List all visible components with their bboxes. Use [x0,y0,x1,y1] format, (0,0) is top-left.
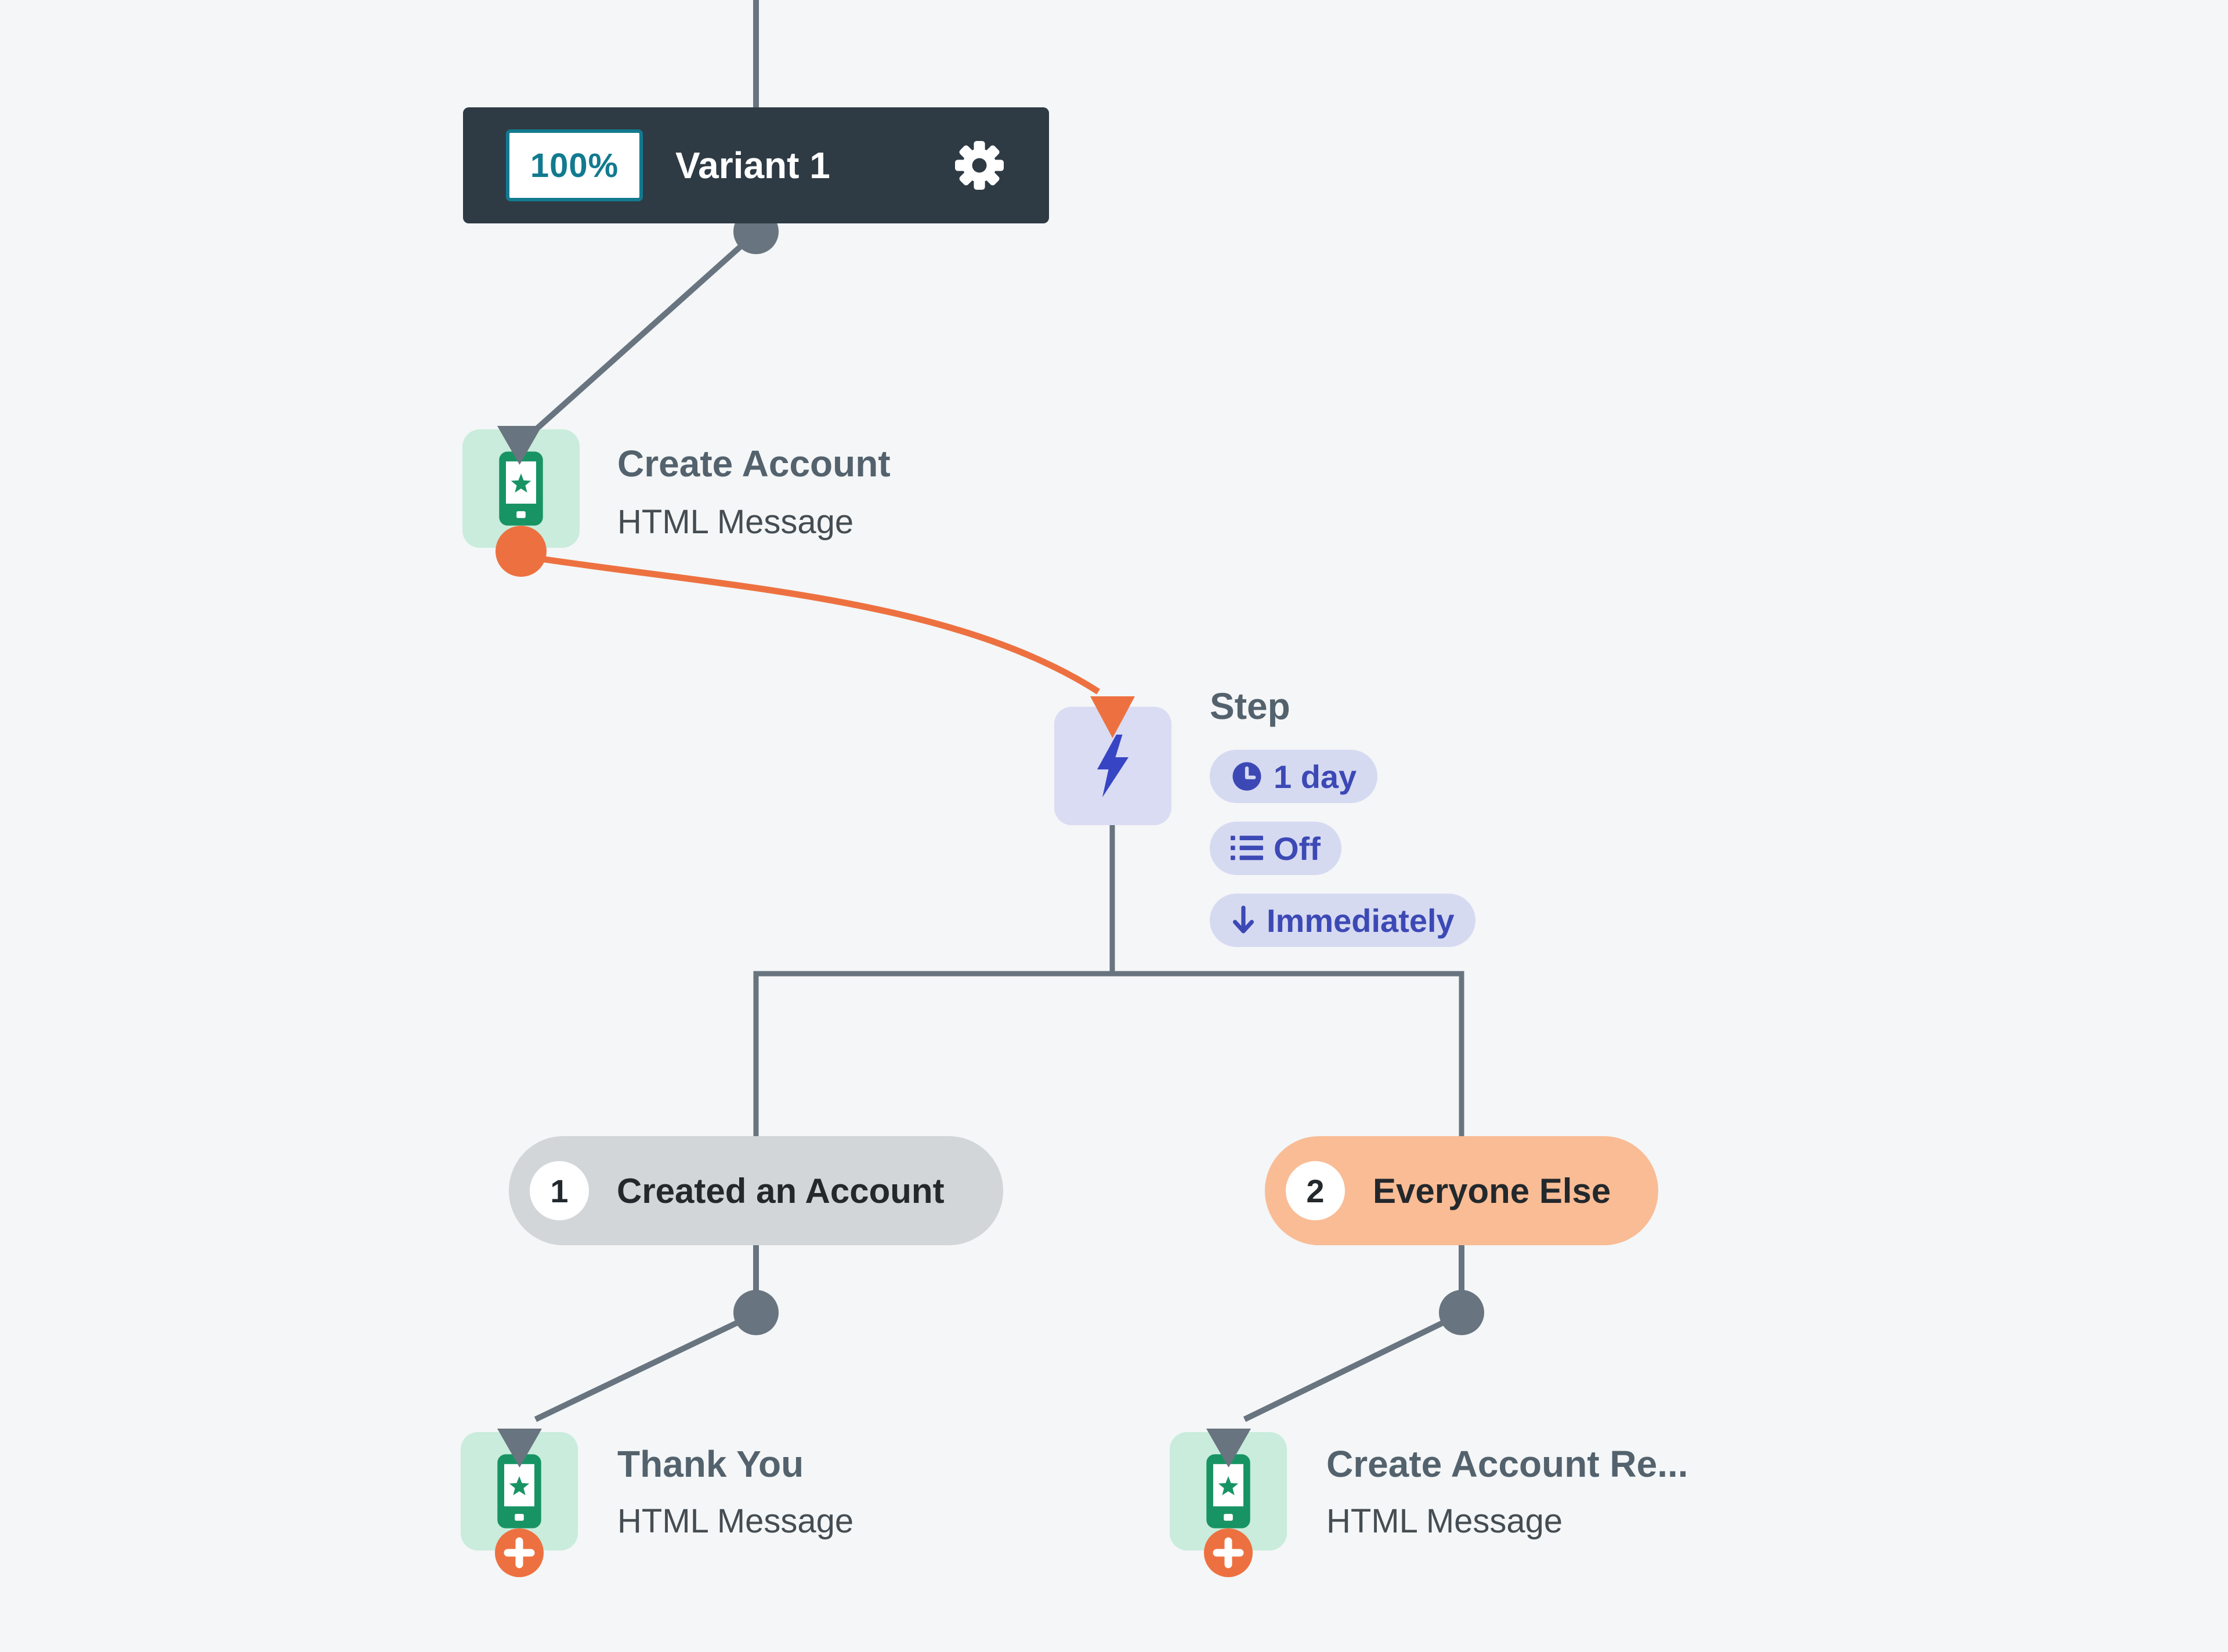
step-chip-exception-label: Off [1274,830,1321,867]
variant-name-label: Variant 1 [675,144,830,186]
step-chip-timing-label: Immediately [1267,902,1455,939]
variant-percent-value: 100% [530,146,619,185]
variant-percent-badge[interactable]: 100% [506,129,643,201]
branch-label: Everyone Else [1373,1171,1611,1210]
node-title-create-account-reminder: Create Account Re... [1326,1443,1688,1485]
lightning-bolt-icon [1094,735,1132,797]
edge-branch2-to-reminder [1243,1311,1463,1422]
message-node-thank-you[interactable] [461,1432,578,1577]
mobile-message-icon [497,1454,542,1529]
branch-pill-everyone-else[interactable]: 2 Everyone Else [1265,1136,1658,1245]
branch-number-badge: 1 [530,1161,589,1220]
connector-dot-branch2-output[interactable] [1439,1290,1484,1335]
mobile-message-icon [498,451,544,526]
step-chip-exception[interactable]: Off [1210,822,1341,875]
edge-branch1-to-thank-you [534,1311,758,1422]
connector-dot-branch1-output[interactable] [733,1290,779,1335]
node-subtitle-thank-you: HTML Message [617,1502,854,1540]
message-node-create-account[interactable] [462,429,580,577]
mobile-message-icon [1206,1454,1251,1529]
node-subtitle-create-account-reminder: HTML Message [1326,1502,1563,1540]
plus-icon[interactable] [494,1527,545,1578]
edge-variant-to-create-account [535,230,758,431]
gear-icon[interactable] [952,138,1007,193]
node-title-step: Step [1210,685,1290,727]
numbered-list-icon [1231,836,1263,861]
node-subtitle-create-account: HTML Message [617,503,854,541]
branch-number-badge: 2 [1286,1161,1345,1220]
message-node-create-account-reminder[interactable] [1170,1432,1287,1577]
arrow-down-icon [1232,905,1254,934]
orange-output-dot[interactable] [495,526,547,577]
delay-step-node[interactable] [1054,707,1171,825]
step-chip-timing[interactable]: Immediately [1210,894,1475,947]
edge-create-account-to-step [520,552,1100,695]
node-title-thank-you: Thank You [617,1443,804,1485]
step-chip-delay[interactable]: 1 day [1210,750,1378,803]
step-chip-delay-label: 1 day [1274,758,1357,795]
branch-label: Created an Account [617,1171,945,1210]
plus-icon[interactable] [1203,1527,1254,1578]
clock-icon [1232,762,1261,791]
node-title-create-account: Create Account [617,443,891,485]
branch-pill-created-an-account[interactable]: 1 Created an Account [509,1136,1003,1245]
edge-branch-junction [753,971,1464,1136]
variant-header[interactable]: 100% Variant 1 [463,107,1049,223]
